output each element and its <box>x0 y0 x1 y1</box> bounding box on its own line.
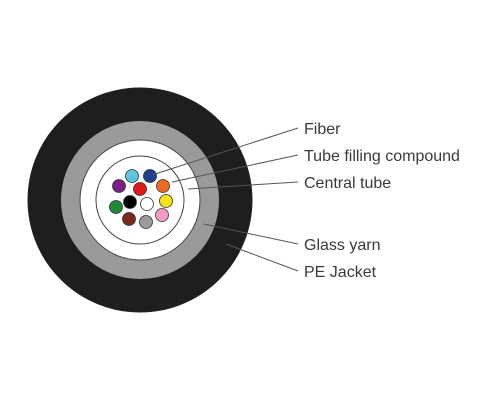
label-pe-jacket: PE Jacket <box>304 264 377 281</box>
label-central-tube: Central tube <box>304 175 391 192</box>
fiber-black <box>123 195 137 209</box>
fibers <box>109 169 173 229</box>
tube-filling-compound <box>95 155 185 245</box>
leader-line-fiber <box>151 127 299 176</box>
fiber-white <box>140 197 154 211</box>
fiber-grey <box>139 215 153 229</box>
fiber-blue <box>143 169 157 183</box>
leader-line-pe-jacket <box>225 243 299 272</box>
label-glass-yarn: Glass yarn <box>304 237 380 254</box>
leader-lines <box>151 127 299 272</box>
leader-line-tube-filling-compound <box>171 154 299 183</box>
fiber-red <box>133 182 147 196</box>
fiber-green <box>109 200 123 214</box>
leader-line-glass-yarn <box>203 223 299 245</box>
leader-line-central-tube <box>187 181 299 190</box>
fiber-yellow <box>159 194 173 208</box>
fiber-violet <box>112 179 126 193</box>
fiber-orange <box>156 179 170 193</box>
label-tube-filling-compound: Tube filling compound <box>304 148 460 165</box>
cable-layers <box>27 87 253 313</box>
fiber-light-blue <box>125 169 139 183</box>
callout-labels: Fiber Tube filling compound Central tube… <box>304 121 460 281</box>
label-fiber: Fiber <box>304 121 341 138</box>
fiber-pink <box>155 208 169 222</box>
fiber-brown <box>122 212 136 226</box>
